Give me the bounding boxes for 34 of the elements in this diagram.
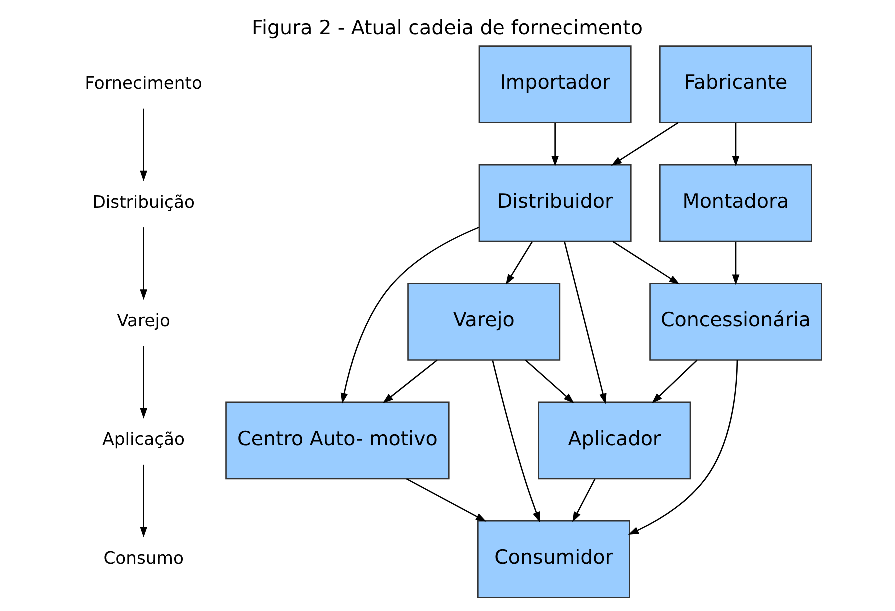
arrow (564, 242, 607, 404)
node-box: Centro Auto- motivo (226, 402, 450, 480)
diagram-title: Figura 2 - Atual cadeia de fornecimento (252, 16, 643, 40)
node-box: Consumidor (478, 520, 630, 598)
arrow (506, 242, 533, 286)
node-text: Distribuição (92, 192, 195, 213)
node-box: Fabricante (660, 46, 812, 124)
arrow (382, 360, 438, 404)
arrow (612, 241, 680, 285)
arrow (611, 122, 679, 166)
arrow (572, 479, 596, 523)
arrow (140, 464, 148, 538)
node-box: Concessionária (650, 283, 822, 361)
arrow (525, 360, 574, 404)
arrow (140, 108, 148, 182)
arrow (732, 242, 740, 286)
node-box: Importador (478, 46, 632, 124)
arrow (340, 226, 480, 404)
arrow (732, 123, 740, 167)
arrow (492, 360, 540, 523)
node-box: Aplicador (538, 402, 692, 480)
node-box: Distribuidor (478, 164, 632, 242)
node-text: Fornecimento (85, 74, 202, 94)
node-box: Varejo (408, 283, 561, 361)
node-text: Varejo (117, 311, 170, 332)
arrow (552, 123, 560, 167)
arrow (652, 360, 698, 404)
node-text: Aplicação (102, 430, 186, 450)
node-text: Consumo (104, 548, 184, 569)
arrow (406, 478, 487, 522)
arrow (140, 346, 148, 419)
arrow (628, 360, 738, 536)
node-box: Montadora (660, 164, 812, 242)
arrow (140, 228, 148, 300)
